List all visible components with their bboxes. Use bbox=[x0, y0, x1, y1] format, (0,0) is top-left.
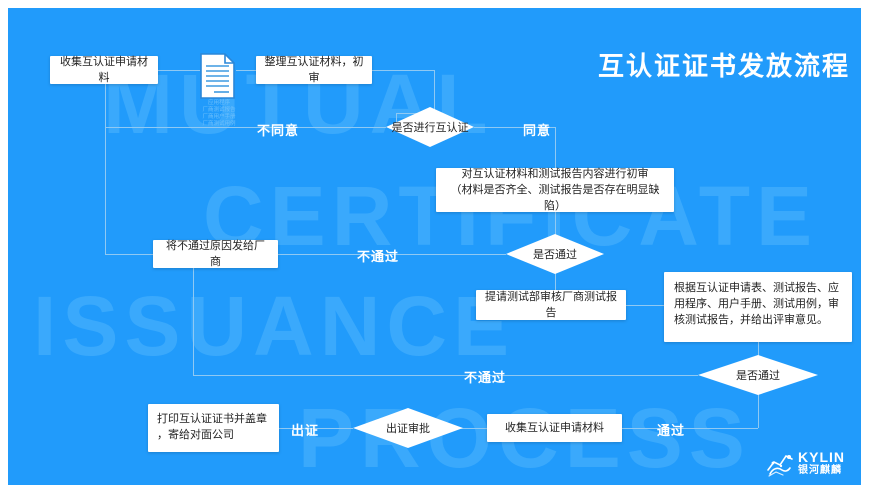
logo-english-name: KYLIN bbox=[798, 449, 845, 465]
connector-diamond3-down bbox=[758, 390, 759, 428]
connector-fail-second bbox=[193, 375, 698, 376]
connector-issue-to-print bbox=[279, 428, 353, 429]
node-preliminary-review[interactable]: 对互认证材料和测试报告内容进行初审 （材料是否齐全、测试报告是否存在明显缺陷） bbox=[436, 168, 674, 212]
connector-agree bbox=[474, 127, 555, 128]
decision-label: 是否进行互认证 bbox=[391, 122, 469, 134]
decision-issue-approval[interactable]: 出证审批 bbox=[353, 408, 463, 448]
kylin-logo: KYLIN 银河麒麟 bbox=[764, 448, 860, 485]
edge-label-disagree: 不同意 bbox=[257, 123, 300, 138]
doc-caption-line-3: 厂商用户手册 bbox=[202, 114, 236, 120]
logo-chinese-name: 银河麒麟 bbox=[798, 465, 842, 476]
connector-fail-first bbox=[278, 254, 506, 255]
page-title: 互认证证书发放流程 bbox=[598, 51, 851, 81]
review-detail-line-3: 核测试报告，并给出评审意见。 bbox=[674, 314, 828, 326]
node-organize-materials[interactable]: 整理互认证材料，初审 bbox=[256, 56, 372, 84]
node-review-detail[interactable]: 根据互认证申请表、测试报告、应 用程序、用户手册、测试用例，审 核测试报告，并给… bbox=[664, 272, 852, 342]
connector-collect-to-doc bbox=[158, 70, 200, 71]
connector-agree-down bbox=[555, 127, 556, 171]
node-print-certificate[interactable]: 打印互认证证书并盖章 ，寄给对面公司 bbox=[148, 404, 279, 452]
connector-disagree bbox=[105, 127, 386, 128]
edge-label-fail-second: 不通过 bbox=[464, 370, 507, 385]
connector-organize-right bbox=[372, 70, 434, 71]
preliminary-review-line-2: （材料是否齐全、测试报告是否存在明显缺陷） bbox=[450, 184, 660, 212]
decision-do-mutual-certification[interactable]: 是否进行互认证 bbox=[386, 107, 474, 147]
decision-pass-first-review[interactable]: 是否通过 bbox=[506, 234, 604, 274]
connector-detail-to-diamond3 bbox=[758, 342, 759, 366]
edge-label-agree: 同意 bbox=[523, 123, 552, 138]
node-collect-application-materials-bottom[interactable]: 收集互认证申请材料 bbox=[487, 414, 622, 442]
decision-label: 出证审批 bbox=[386, 423, 430, 435]
edge-label-fail-first: 不通过 bbox=[357, 249, 400, 264]
print-certificate-line-1: 打印互认证证书并盖章 bbox=[157, 413, 267, 425]
node-request-test-department-review[interactable]: 提请测试部审核厂商测试报告 bbox=[476, 290, 626, 320]
node-send-failure-reason[interactable]: 将不通过原因发给厂商 bbox=[153, 240, 278, 268]
connector-fail-second-up bbox=[193, 266, 194, 375]
flowchart-slide: MUTUAL CERTIFICATE ISSUANCE PROCESS 互认证证… bbox=[8, 8, 861, 485]
connector-diamond2-down bbox=[555, 268, 556, 290]
logo-text: KYLIN 银河麒麟 bbox=[798, 450, 845, 477]
connector-left-rail-to-fail-box bbox=[105, 254, 153, 255]
doc-caption-line-1: 应用程序 bbox=[207, 100, 230, 106]
connector-organize-down bbox=[434, 70, 435, 113]
review-detail-line-2: 用程序、用户手册、测试用例，审 bbox=[674, 298, 839, 310]
decision-pass-second-review[interactable]: 是否通过 bbox=[698, 355, 818, 395]
connector-left-rail bbox=[105, 80, 106, 254]
node-collect-application-materials-top[interactable]: 收集互认证申请材料 bbox=[50, 56, 158, 84]
watermark-issuance: ISSUANCE bbox=[33, 279, 516, 373]
connector-doc-to-organize bbox=[236, 70, 256, 71]
connector-review-to-diamond2 bbox=[555, 212, 556, 240]
document-icon-caption: 应用程序 厂商测试报告 厂商用户手册 厂商测试用例 bbox=[186, 100, 252, 128]
connector-into-diamond1-top bbox=[396, 113, 434, 114]
doc-caption-line-2: 厂商测试报告 bbox=[202, 107, 236, 113]
print-certificate-line-2: ，寄给对面公司 bbox=[157, 429, 234, 441]
decision-label: 是否通过 bbox=[736, 370, 780, 382]
edge-label-pass: 通过 bbox=[657, 423, 686, 438]
connector-request-to-detail bbox=[626, 305, 664, 306]
document-icon bbox=[198, 52, 238, 100]
edge-label-issue: 出证 bbox=[291, 423, 320, 438]
connector-pass-to-collect-bottom bbox=[622, 428, 758, 429]
kylin-mark-icon bbox=[764, 450, 796, 480]
preliminary-review-line-1: 对互认证材料和测试报告内容进行初审 bbox=[461, 168, 649, 180]
doc-caption-line-4: 厂商测试用例 bbox=[202, 121, 236, 127]
connector-diamond1-top-stub bbox=[396, 113, 397, 126]
review-detail-line-1: 根据互认证申请表、测试报告、应 bbox=[674, 282, 839, 294]
decision-label: 是否通过 bbox=[533, 249, 577, 261]
